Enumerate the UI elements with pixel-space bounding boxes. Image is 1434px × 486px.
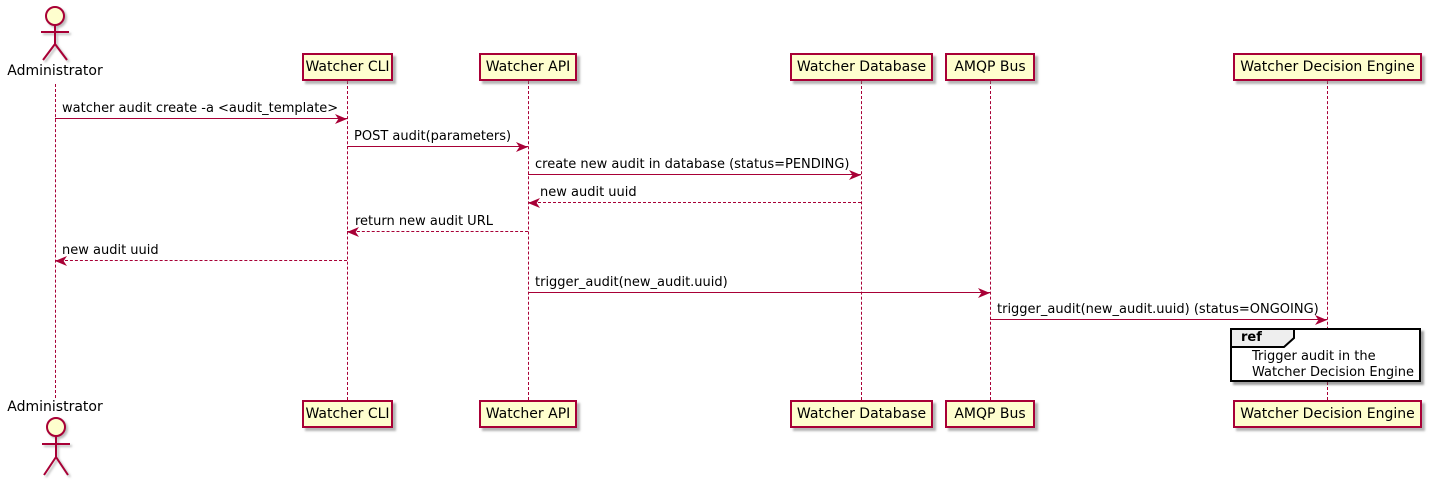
participant-box-watcher-api-top: Watcher API: [479, 53, 577, 81]
actor-icon: [42, 417, 70, 476]
ref-fragment: ref Trigger audit in the Watcher Decisio…: [1230, 328, 1421, 382]
participant-label: Watcher CLI: [305, 406, 390, 422]
participant-box-watcher-decision-engine-bottom: Watcher Decision Engine: [1233, 400, 1422, 428]
participant-label: Watcher API: [485, 59, 571, 75]
lifeline-watcher-api: [528, 81, 529, 400]
ref-tab-icon: [1230, 328, 1295, 348]
participant-box-watcher-cli-bottom: Watcher CLI: [302, 400, 393, 428]
arrowhead-right-icon: [516, 142, 528, 152]
participant-label: Watcher Decision Engine: [1240, 406, 1415, 422]
ref-text-line1: Trigger audit in the: [1252, 349, 1376, 364]
participant-box-watcher-cli-top: Watcher CLI: [302, 53, 393, 81]
message-line-2: [347, 146, 528, 147]
message-label-6: new audit uuid: [62, 243, 159, 258]
lifeline-amqp-bus: [990, 81, 991, 400]
lifeline-watcher-database: [861, 81, 862, 400]
participant-box-amqp-bus-top: AMQP Bus: [945, 53, 1035, 81]
ref-text: Trigger audit in the Watcher Decision En…: [1252, 349, 1414, 381]
lifeline-watcher-decision-engine: [1327, 81, 1328, 400]
message-line-1: [55, 118, 347, 119]
lifeline-watcher-cli: [347, 81, 348, 400]
arrowhead-right-icon: [335, 114, 347, 124]
arrowhead-left-icon: [528, 198, 540, 208]
participant-label: Watcher API: [485, 406, 571, 422]
participant-label: Watcher Database: [796, 406, 927, 422]
message-line-3: [528, 174, 861, 175]
participant-label: Watcher Database: [796, 59, 927, 75]
actor-label-administrator-top: Administrator: [7, 63, 103, 79]
participant-box-watcher-database-bottom: Watcher Database: [790, 400, 933, 428]
message-label-5: return new audit URL: [355, 214, 493, 229]
ref-text-line2: Watcher Decision Engine: [1252, 365, 1414, 380]
message-label-1: watcher audit create -a <audit_template>: [62, 101, 339, 116]
participant-label: Watcher Decision Engine: [1240, 59, 1415, 75]
arrowhead-right-icon: [978, 288, 990, 298]
participant-box-watcher-decision-engine-top: Watcher Decision Engine: [1233, 53, 1422, 81]
message-line-5: [347, 231, 528, 232]
message-label-7: trigger_audit(new_audit.uuid): [535, 275, 728, 290]
actor-icon: [41, 6, 69, 61]
message-line-4: [528, 202, 861, 203]
arrowhead-left-icon: [55, 256, 67, 266]
participant-label: Watcher CLI: [305, 59, 390, 75]
message-label-2: POST audit(parameters): [354, 129, 512, 144]
message-line-6: [55, 260, 347, 261]
participant-box-watcher-api-bottom: Watcher API: [479, 400, 577, 428]
participant-box-watcher-database-top: Watcher Database: [790, 53, 933, 81]
message-line-8: [990, 319, 1327, 320]
participant-label: AMQP Bus: [954, 59, 1026, 75]
participant-box-amqp-bus-bottom: AMQP Bus: [945, 400, 1035, 428]
message-line-7: [528, 292, 990, 293]
message-label-4: new audit uuid: [540, 185, 637, 200]
arrowhead-right-icon: [849, 170, 861, 180]
message-label-8: trigger_audit(new_audit.uuid) (status=ON…: [997, 302, 1319, 317]
arrowhead-right-icon: [1315, 315, 1327, 325]
message-label-3: create new audit in database (status=PEN…: [535, 157, 850, 172]
participant-label: AMQP Bus: [954, 406, 1026, 422]
ref-keyword: ref: [1241, 330, 1262, 345]
lifeline-administrator: [55, 84, 56, 398]
actor-label-administrator-bottom: Administrator: [7, 399, 103, 415]
arrowhead-left-icon: [347, 227, 359, 237]
